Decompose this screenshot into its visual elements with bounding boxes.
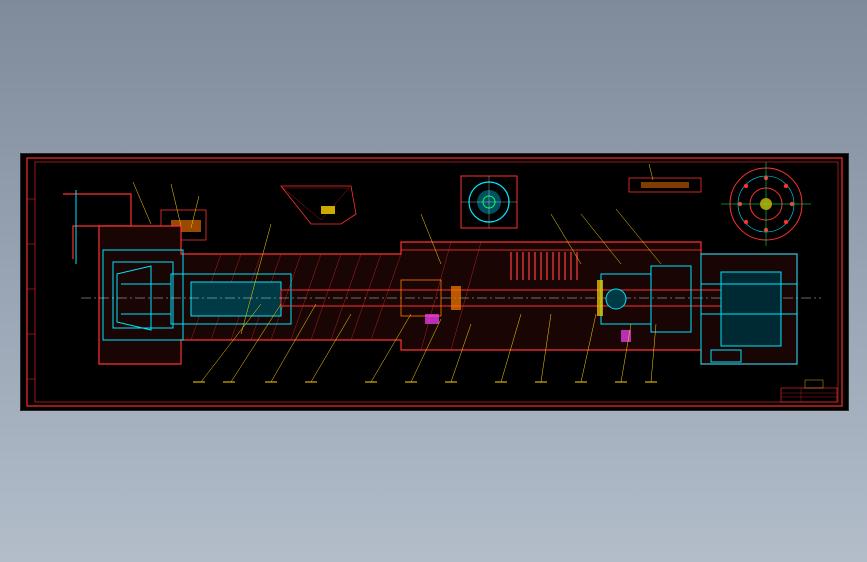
end-view-flange (721, 162, 811, 246)
right-bearing-cluster (600, 253, 798, 365)
section-view-b (460, 175, 518, 229)
detail-view-c (628, 163, 702, 193)
outer-frame (26, 157, 843, 407)
left-spindle-nose (102, 249, 292, 341)
spring-pack (510, 252, 578, 280)
drawing-sheet[interactable] (20, 153, 849, 411)
leader-lines (200, 208, 662, 383)
frame-ticks (27, 198, 35, 380)
inner-frame (34, 161, 839, 403)
detail-view-a (280, 185, 357, 225)
drawing-canvas (26, 157, 843, 407)
seal-accents (425, 280, 631, 342)
guide-bar (400, 241, 702, 251)
title-block (780, 379, 838, 403)
